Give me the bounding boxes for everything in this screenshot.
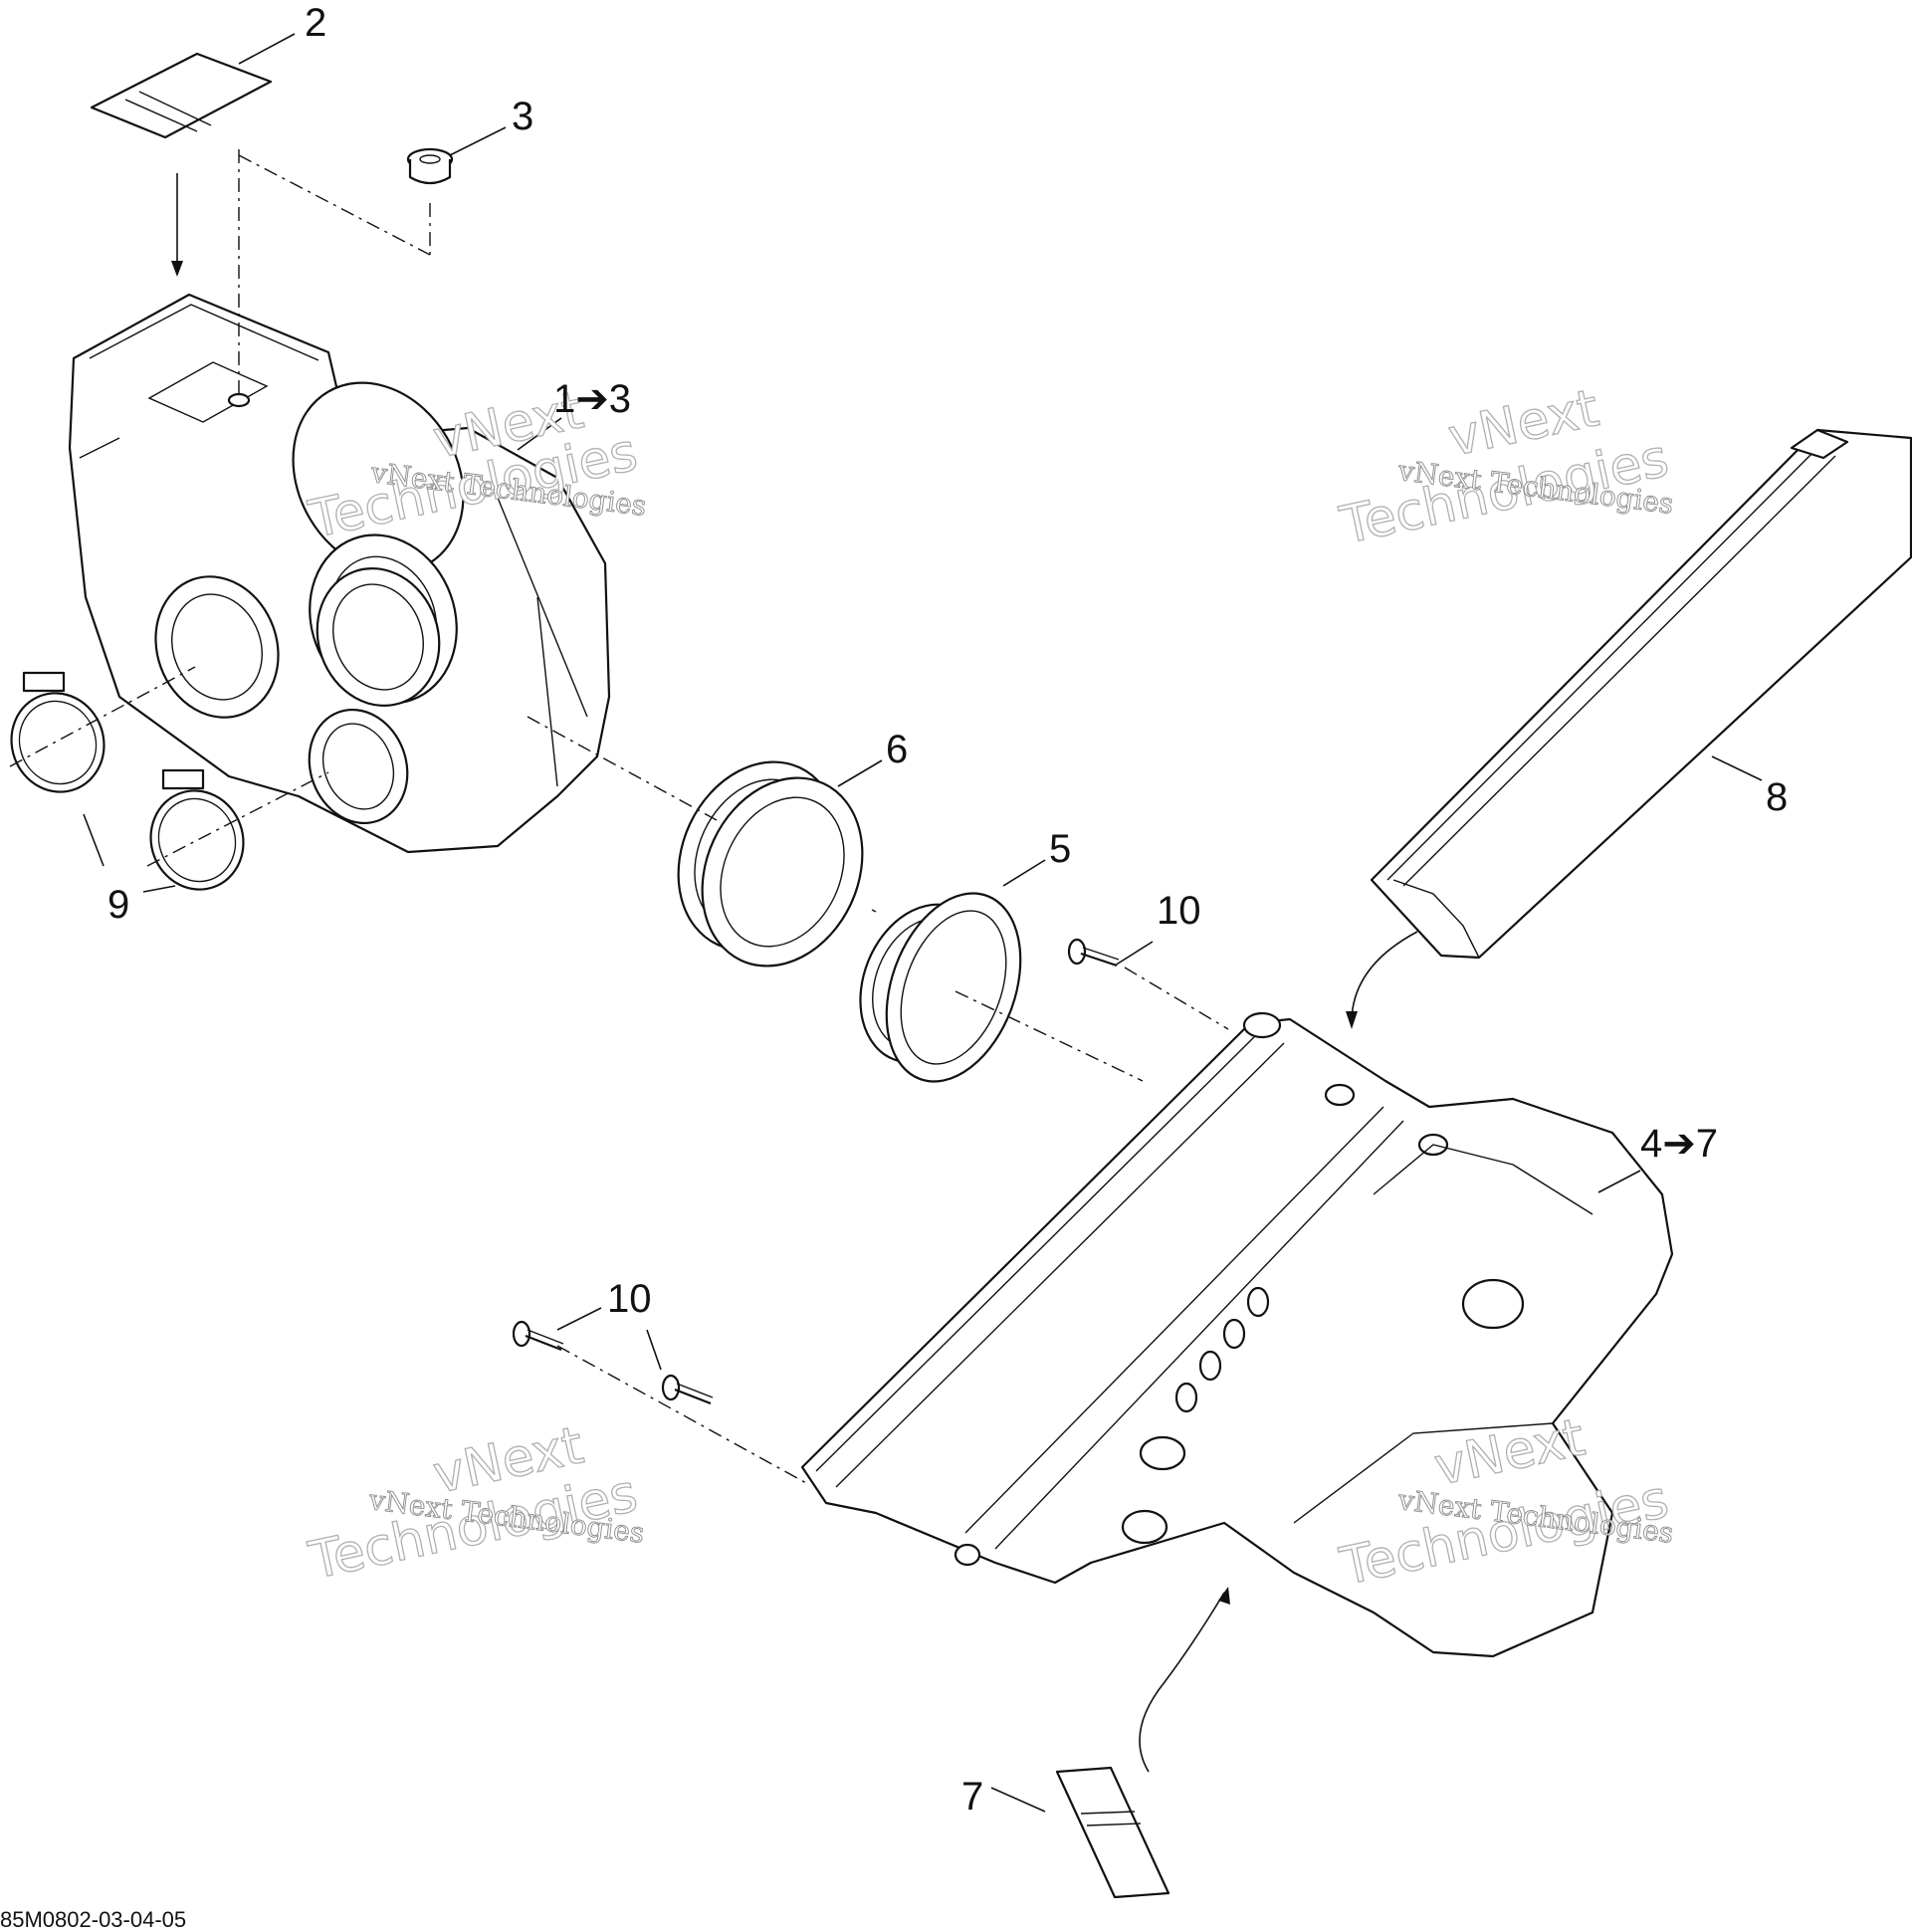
part-7-decal xyxy=(1055,1766,1170,1899)
callout-labels: 2 3 1➔3 6 5 8 9 10 10 4➔7 7 85M0802-03-0… xyxy=(0,1,1788,1932)
callout-9: 9 xyxy=(107,883,129,927)
figure-code: 85M0802-03-04-05 xyxy=(0,1907,186,1932)
callout-7: 7 xyxy=(961,1775,983,1819)
watermark-bottom-left: vNext Technologies vNext Technologies xyxy=(304,1415,647,1593)
part-5-adapter xyxy=(859,892,1022,1083)
part-2-decal xyxy=(90,52,273,139)
part-10-screw-left xyxy=(512,1320,564,1352)
part-1-airbox xyxy=(68,293,611,854)
watermark-top-right: vNext Technologies vNext Technologies xyxy=(1335,378,1676,557)
callout-5: 5 xyxy=(1049,827,1071,871)
part-9-clamps xyxy=(10,671,245,891)
callout-2: 2 xyxy=(305,1,326,45)
callout-10-upper: 10 xyxy=(1157,889,1201,933)
callout-leaders xyxy=(83,33,1763,1813)
callout-1-to-3: 1➔3 xyxy=(553,377,631,421)
part-8-filter-cover xyxy=(1370,428,1912,960)
part-6-seal-ring xyxy=(677,760,864,967)
callout-10-lower: 10 xyxy=(607,1277,652,1321)
callout-6: 6 xyxy=(886,728,908,771)
part-10-screw-right xyxy=(661,1374,714,1405)
part-10-screw-upper xyxy=(1067,938,1120,967)
callout-4-to-7: 4➔7 xyxy=(1640,1122,1718,1166)
assembly-lines xyxy=(9,149,1418,1773)
callout-3: 3 xyxy=(512,95,533,138)
callout-8: 8 xyxy=(1766,775,1788,819)
part-3-plug xyxy=(406,147,454,185)
part-4-main-housing xyxy=(800,1011,1674,1658)
